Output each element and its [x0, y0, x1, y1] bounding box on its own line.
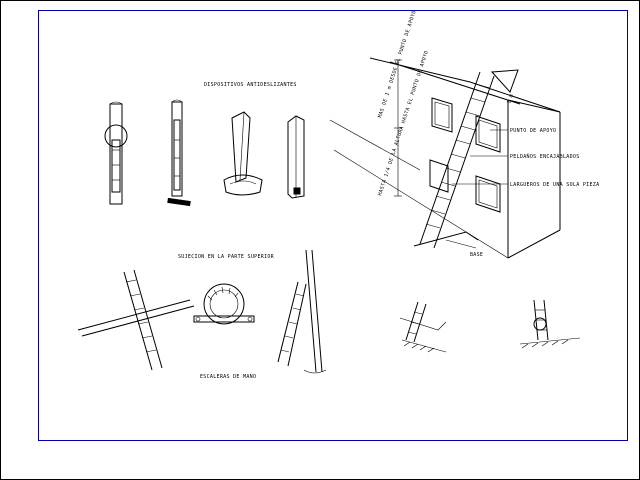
- main-ladder: [413, 69, 519, 249]
- base-label: BASE: [470, 252, 483, 258]
- anti-slip-device-3: [223, 111, 263, 196]
- anti-slip-devices-title: DISPOSITIVOS ANTIDESLIZANTES: [204, 82, 297, 88]
- top-note-label: 1 m: [506, 93, 515, 104]
- hand-ladders-title: ESCALERAS DE MANO: [200, 374, 256, 380]
- ladder-foot-detail-2: [519, 299, 581, 349]
- height-dimension: [394, 59, 402, 197]
- support-point-label: PUNTO DE APOYO: [510, 128, 556, 134]
- building-elevation: [329, 57, 561, 259]
- anti-slip-device-4: [287, 115, 305, 199]
- fitted-steps-label: PELDAÑOS ENCAJABLADOS: [510, 153, 580, 160]
- round-clamp-detail: [193, 283, 255, 325]
- callout-leaders: [452, 129, 508, 185]
- anti-slip-device-2: [167, 99, 191, 207]
- ladder-against-pole: [277, 249, 327, 374]
- anti-slip-device-1: [104, 101, 128, 205]
- side-note-2: HASTA 1/4 DE LA ALTURA HASTA EL PUNTO DE…: [377, 50, 430, 197]
- top-fastening-title: SUJECION EN LA PARTE SUPERIOR: [178, 254, 275, 260]
- drawing-frame: [38, 10, 628, 441]
- single-piece-stringers-label: LARGUEROS DE UNA SOLA PIEZA: [510, 182, 599, 188]
- ladder-over-beam: [77, 269, 195, 371]
- ladder-foot-detail-1: [399, 301, 447, 353]
